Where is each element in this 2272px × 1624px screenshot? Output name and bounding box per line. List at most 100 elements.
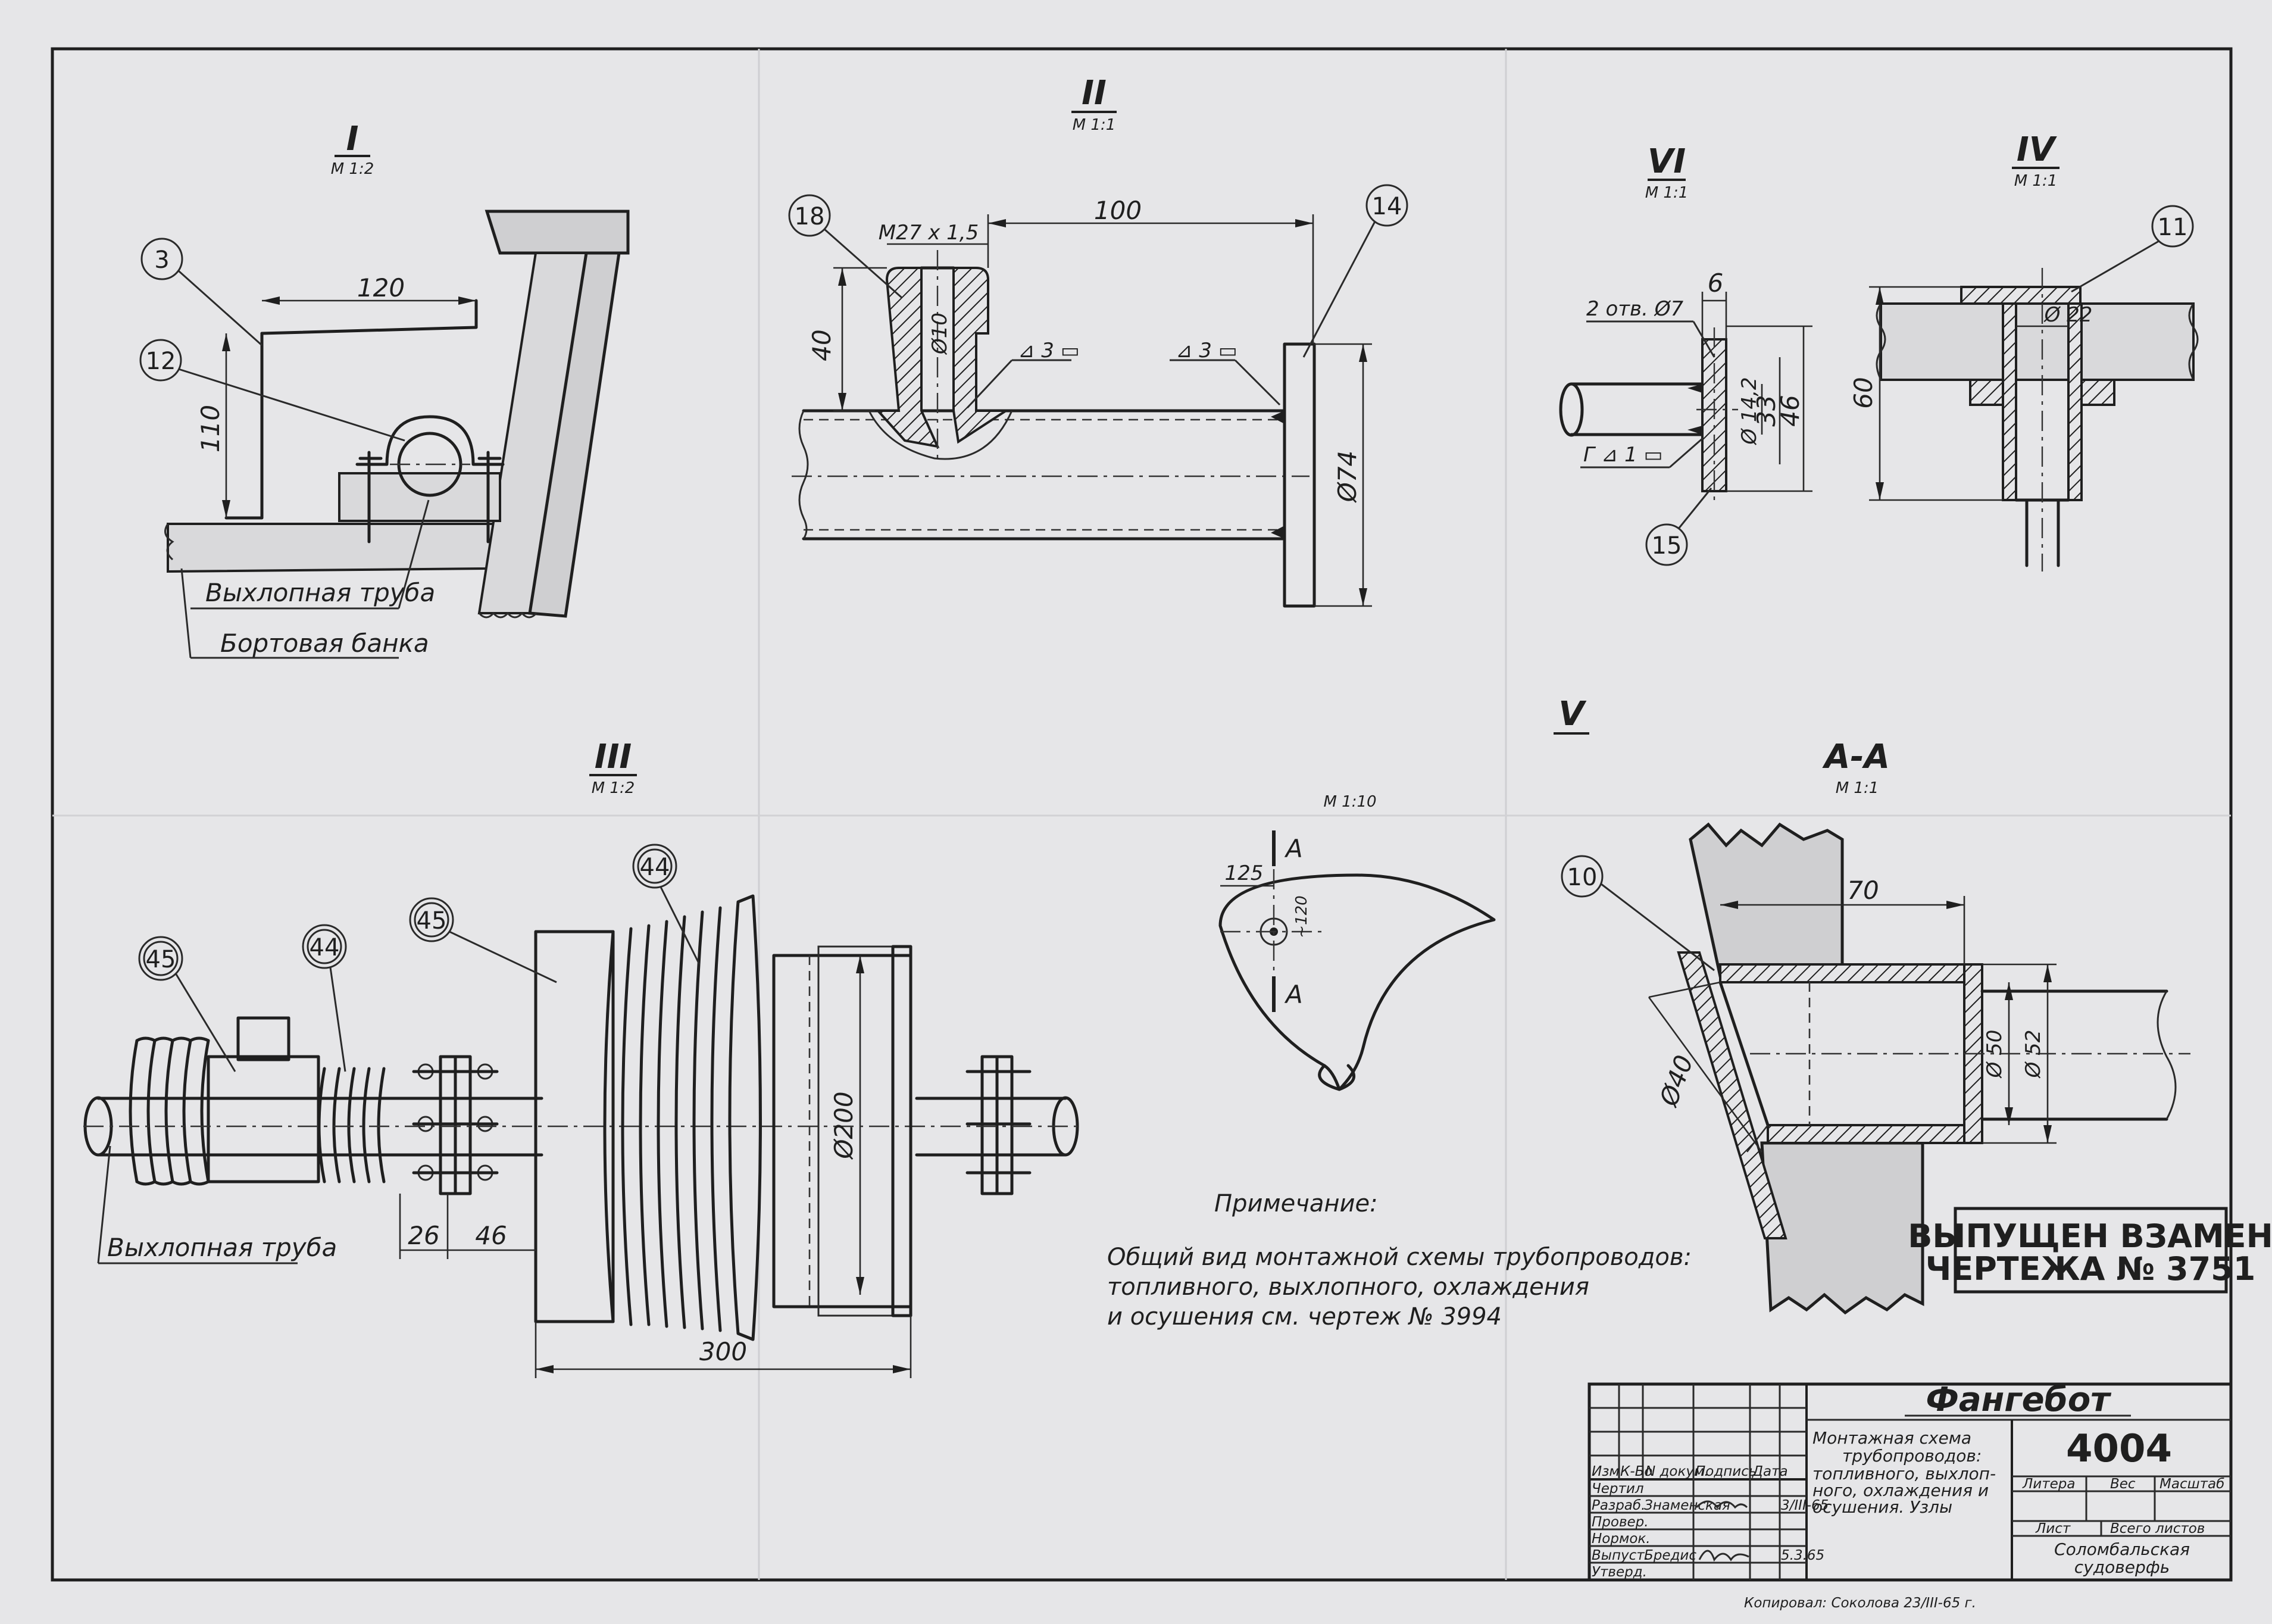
flange-11 — [1960, 286, 2082, 305]
dim-46: 46 — [475, 1221, 507, 1250]
tb-product-name: Фангебот — [1926, 1381, 2112, 1419]
dim-100: 100 — [1094, 196, 1142, 225]
view-i-scale: М 1:2 — [331, 160, 374, 178]
dim-120-approx: ~120 — [1293, 895, 1311, 938]
hull-plank-lower — [1760, 1141, 1924, 1315]
dim-60: 60 — [1849, 377, 1878, 408]
tb-name-line-5: осушения. Узлы — [1812, 1497, 1952, 1517]
label-side-bench: Бортовая банка — [220, 629, 429, 658]
view-ii-scale: М 1:1 — [1073, 116, 1116, 134]
dim-d14-2: Ø 14,2 — [1737, 377, 1761, 445]
coil-44-large — [603, 894, 762, 1341]
replacement-stamp: ВЫПУЩЕН ВЗАМЕН ЧЕРТЕЖА № 3751 — [1908, 1207, 2272, 1294]
stamp-line-1: ВЫПУЩЕН ВЗАМЕН — [1908, 1217, 2272, 1255]
callout-12-label: 12 — [146, 348, 176, 375]
dim-46: 46 — [1776, 395, 1805, 426]
note-block: Примечание: Общий вид монтажной схемы тр… — [1107, 1190, 1692, 1331]
flange-14 — [1283, 342, 1316, 608]
tb-name-line-1: Монтажная схема — [1812, 1428, 1971, 1448]
dim-d10: Ø10 — [928, 313, 952, 355]
tb-row-norm: Нормок. — [1592, 1531, 1651, 1547]
clamp-base — [338, 472, 501, 522]
tb-name-line-2: трубопроводов: — [1842, 1446, 1982, 1466]
view-vi-scale: М 1:1 — [1645, 184, 1689, 202]
callout-11-label: 11 — [2158, 214, 2188, 241]
callout-15 — [1645, 523, 1688, 566]
tb-drawing-number: 4004 — [2066, 1427, 2172, 1471]
section-mark-bottom: A — [1284, 980, 1303, 1009]
label-exhaust-pipe: Выхлопная труба — [205, 578, 435, 607]
tb-header-change: Изм — [1592, 1464, 1620, 1479]
sleeve-lower-wall — [1767, 1124, 1965, 1144]
dim-holes: 2 отв. Ø7 — [1586, 297, 1683, 321]
callout-44-small — [302, 924, 347, 969]
note-line-1: Общий вид монтажной схемы трубопроводов: — [1107, 1244, 1692, 1271]
pipe-clamp — [355, 415, 505, 466]
callout-45-small — [138, 936, 183, 981]
callout-45-large-label: 45 — [417, 907, 447, 935]
dim-6: 6 — [1708, 268, 1724, 298]
callout-18-label: 18 — [795, 203, 825, 230]
view-i: I М 1:2 120 110 3 12 — [139, 120, 630, 659]
tb-org-line-2: судоверфь — [2074, 1557, 2170, 1577]
tb-name-line-4: ного, охлаждения и — [1812, 1481, 1989, 1500]
dim-thread: М27 х 1,5 — [879, 221, 979, 245]
view-ii-title: II — [1082, 74, 1107, 113]
view-v-scale: М 1:10 — [1323, 793, 1376, 811]
callout-44-large — [632, 844, 677, 889]
tb-name-line-3: топливного, выхлоп- — [1812, 1464, 1996, 1484]
tb-header-doc: N докум. — [1645, 1464, 1709, 1479]
bench-side-face — [528, 251, 621, 618]
dim-120: 120 — [357, 273, 405, 302]
tb-releaser-date: 5.3.65 — [1781, 1548, 1824, 1563]
callout-10 — [1561, 855, 1604, 898]
callout-18 — [788, 194, 831, 237]
section-aa-title: А-А — [1822, 738, 1890, 776]
weld-mark-vi: Г ⊿ 1 ▭ — [1583, 443, 1663, 467]
dim-d74: Ø74 — [1333, 451, 1362, 504]
callout-12 — [139, 339, 182, 382]
bench-top — [485, 210, 630, 255]
weld-mark-fitting: ⊿ 3 ▭ — [1018, 339, 1080, 363]
tb-org-line-1: Соломбальская — [2054, 1539, 2190, 1559]
callout-3 — [140, 238, 183, 280]
fitting-18-left — [875, 267, 940, 448]
tb-row-approved: Утверд. — [1592, 1564, 1647, 1580]
tb-col-weight: Вес — [2110, 1476, 2136, 1492]
view-iv-scale: М 1:1 — [2014, 172, 2058, 190]
sleeve-upper-wall — [1719, 963, 1965, 983]
tb-header-date: Дата — [1752, 1464, 1788, 1479]
note-line-3: и осушения см. чертеж № 3994 — [1107, 1303, 1502, 1331]
stamp-line-2: ЧЕРТЕЖА № 3751 — [1926, 1250, 2256, 1288]
tb-row-released: Выпуст. — [1592, 1548, 1649, 1563]
tb-copied-by: Копировал: Соколова 23/III-65 г. — [1744, 1595, 1976, 1611]
view-ii: II М 1:1 100 М27 х 1,5 40 Ø10 — [788, 74, 1408, 608]
dim-110: 110 — [196, 405, 225, 452]
callout-44-large-label: 44 — [640, 854, 670, 881]
dim-d22: Ø 22 — [2043, 303, 2093, 327]
view-v-overview: М 1:10 125 ~120 A A — [1218, 793, 1496, 1091]
dim-125: 125 — [1225, 861, 1264, 885]
view-i-title: I — [346, 120, 359, 158]
tb-developer-date: 3/III-65 — [1781, 1498, 1829, 1513]
callout-44-small-label: 44 — [310, 934, 340, 961]
view-vi-title: VI — [1648, 142, 1686, 181]
tb-sheet-label: Лист — [2035, 1521, 2071, 1536]
dim-d52: Ø 52 — [2021, 1030, 2045, 1079]
view-vi: VI М 1:1 6 2 отв. Ø7 Ø 14,2 33 46 Г ⊿ 1 … — [1559, 142, 1812, 566]
deck-board — [167, 523, 502, 573]
tb-row-checked: Провер. — [1592, 1514, 1649, 1530]
nut — [1969, 379, 2004, 406]
callout-15-label: 15 — [1652, 532, 1682, 560]
tb-releaser-name: Бредис — [1644, 1548, 1696, 1563]
title-block: Изм К-Бо N докум. Подпись Дата Чертил Ра… — [1587, 1381, 2233, 1611]
tb-header-sign: Подпись — [1695, 1464, 1757, 1479]
dim-d200: Ø200 — [829, 1091, 858, 1160]
dim-300: 300 — [699, 1337, 747, 1366]
view-iv-title: IV — [2017, 130, 2058, 169]
section-a-a: V А-А М 1:1 70 Ø 50 Ø 52 — [1554, 695, 2190, 1315]
view-iii: III М 1:2 — [83, 738, 1083, 1378]
